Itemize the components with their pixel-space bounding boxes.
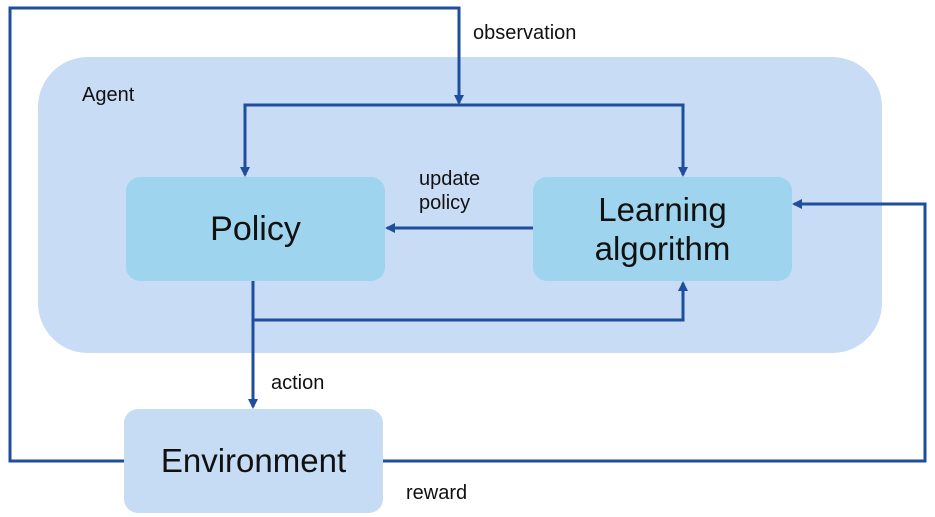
reward-edge [383, 199, 927, 463]
action-label: action [271, 372, 325, 394]
policy-node: Policy [126, 177, 385, 281]
policy-label: Policy [210, 209, 301, 248]
learning-label-line2: algorithm [594, 230, 731, 267]
environment-label: Environment [160, 442, 347, 479]
reward-label: reward [406, 482, 468, 504]
observation-edge [8, 6, 464, 463]
observation-to-policy-edge [240, 103, 459, 177]
update-policy-label: update policy [419, 167, 480, 215]
action-to-learning-edge [253, 281, 688, 322]
learning-algorithm-node: Learning algorithm [533, 177, 792, 281]
observation-label: observation [473, 22, 577, 44]
learning-label-line1: Learning [598, 191, 727, 228]
update-label-line1: update [419, 168, 481, 190]
agent-label: Agent [82, 84, 135, 106]
observation-to-learning-edge [459, 103, 688, 177]
update-label-line2: policy [419, 192, 471, 214]
environment-node: Environment [124, 409, 383, 513]
